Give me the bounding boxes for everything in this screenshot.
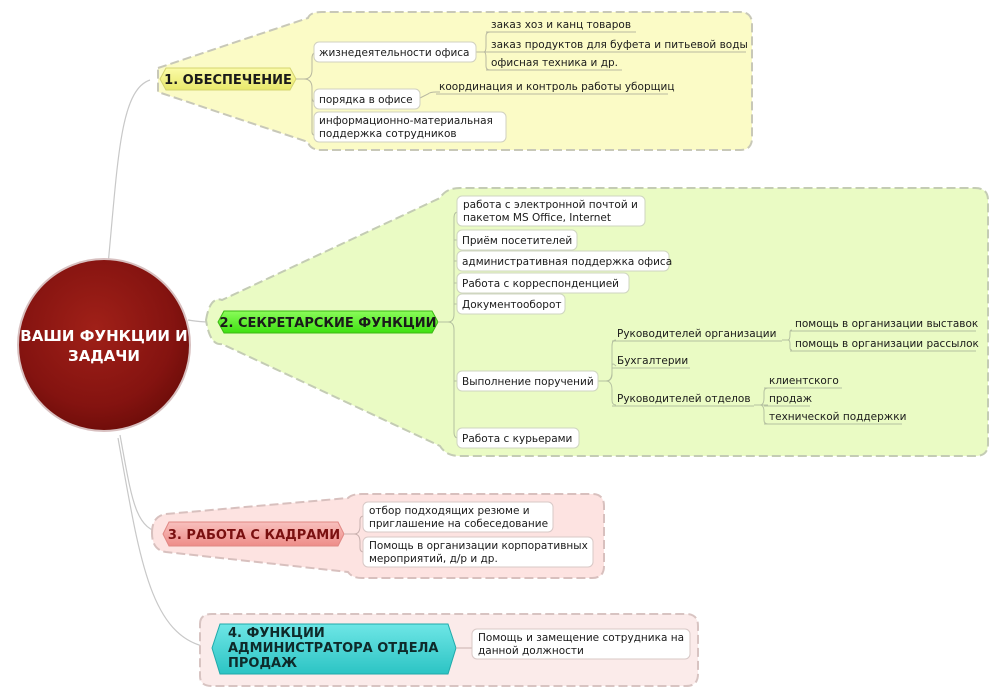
branch-1-info-support-l2: поддержка сотрудников <box>319 128 457 140</box>
leaf-exhibitions[interactable]: помощь в организации выставок <box>795 318 978 330</box>
branch-1-office-order-label: порядка в офисе <box>319 94 413 106</box>
center-connectors <box>107 79 219 649</box>
branch-1-office-life-label: жизнедеятельности офиса <box>319 47 469 59</box>
branch-2-couriers[interactable] <box>456 427 580 449</box>
branch-4-substitute-l1: Помощь и замещение сотрудника на <box>478 632 684 644</box>
branch-4-title-2: АДМИНИСТРАТОРА ОТДЕЛА <box>228 641 438 656</box>
branch-4-title-1: 4. ФУНКЦИИ <box>228 626 325 641</box>
connector-branch4 <box>117 437 213 649</box>
branch-1-container <box>157 11 753 151</box>
branch-2-mail-l1: работа с электронной почтой и <box>463 199 638 211</box>
branch-3-events-l2: мероприятий, д/р и др. <box>369 553 498 565</box>
branch-2-depts[interactable]: Руководителей отделов <box>617 393 751 405</box>
branch-1-office-order[interactable] <box>313 88 421 110</box>
branch-4-substitute-l2: данной должности <box>478 645 584 657</box>
branch-2-correspondence[interactable] <box>456 272 630 294</box>
branch-3-resumes-l1: отбор подходящих резюме и <box>369 505 530 517</box>
branch-2-couriers-label: Работа с курьерами <box>462 433 572 445</box>
branch-1-office-life[interactable] <box>313 41 477 63</box>
branch-2-title: 2. СЕКРЕТАРСКИЕ ФУНКЦИИ <box>219 316 436 331</box>
branch-3-events-l1: Помощь в организации корпоративных <box>369 540 588 552</box>
center-title-line-1: ВАШИ ФУНКЦИИ И <box>20 327 187 345</box>
branch-2-mail[interactable] <box>456 195 646 227</box>
leaf-supplies[interactable]: заказ хоз и канц товаров <box>491 19 631 31</box>
branch-2-accounting[interactable]: Бухгалтерии <box>617 355 688 367</box>
branch-3-resumes-l2: приглашение на собеседование <box>369 518 548 530</box>
leaf-tech-support[interactable]: технической поддержки <box>769 411 906 423</box>
branch-2-admin-label: административная поддержка офиса <box>462 256 672 268</box>
branch-2-container <box>204 187 989 457</box>
branch-3-resumes[interactable] <box>362 501 554 533</box>
branch-2-tasks-label: Выполнение поручений <box>462 376 594 388</box>
center-node[interactable]: ВАШИ ФУНКЦИИ И ЗАДАЧИ <box>17 258 191 432</box>
branch-2-documents[interactable] <box>456 293 566 315</box>
leaf-client[interactable]: клиентского <box>769 375 839 387</box>
branch-2-visitors[interactable] <box>456 229 578 251</box>
branch-4-sales-admin: 4. ФУНКЦИИ АДМИНИСТРАТОРА ОТДЕЛА ПРОДАЖ … <box>199 613 699 687</box>
branch-2-visitors-label: Приём посетителей <box>462 235 572 247</box>
leaf-sales[interactable]: продаж <box>769 393 813 405</box>
branch-1-supply: 1. ОБЕСПЕЧЕНИЕ жизнедеятельности офиса з… <box>157 11 753 151</box>
branch-3-title: 3. РАБОТА С КАДРАМИ <box>168 528 340 543</box>
branch-1-info-support-l1: информационно-материальная <box>319 115 493 127</box>
branch-3-events[interactable] <box>362 536 594 568</box>
branch-1-title: 1. ОБЕСПЕЧЕНИЕ <box>164 73 292 88</box>
branch-2-secretary: 2. СЕКРЕТАРСКИЕ ФУНКЦИИ работа с электро… <box>204 187 989 457</box>
center-title-line-2: ЗАДАЧИ <box>68 347 140 365</box>
connector-branch1 <box>107 79 151 266</box>
leaf-mailings[interactable]: помощь в организации рассылок <box>795 338 979 350</box>
leaf-cleaning[interactable]: координация и контроль работы уборщиц <box>439 81 674 93</box>
branch-4-substitute[interactable] <box>471 628 691 660</box>
branch-2-heads[interactable]: Руководителей организации <box>617 328 776 340</box>
branch-2-correspondence-label: Работа с корреспонденцией <box>462 278 619 290</box>
branch-2-documents-label: Документооборот <box>462 299 562 311</box>
branch-1-info-support[interactable] <box>313 111 507 143</box>
branch-3-staff: 3. РАБОТА С КАДРАМИ отбор подходящих рез… <box>150 493 605 579</box>
branch-1-office-life-items: заказ хоз и канц товаров заказ продуктов… <box>486 19 748 71</box>
branch-2-admin[interactable] <box>456 250 670 272</box>
branch-4-title-3: ПРОДАЖ <box>228 656 297 671</box>
leaf-equipment[interactable]: офисная техника и др. <box>491 57 618 69</box>
branch-2-mail-l2: пакетом MS Office, Internet <box>463 212 611 224</box>
branch-2-tasks[interactable] <box>456 370 599 392</box>
leaf-food[interactable]: заказ продуктов для буфета и питьевой во… <box>491 39 748 51</box>
